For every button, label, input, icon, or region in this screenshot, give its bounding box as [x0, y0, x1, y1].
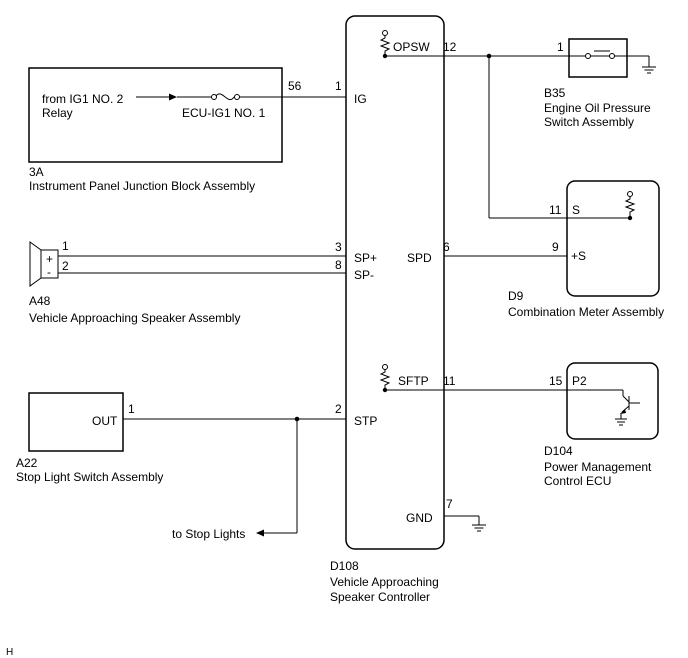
arrow-right-icon	[169, 93, 177, 101]
controller-name-line1: Vehicle Approaching	[330, 575, 439, 589]
controller-pin-ig-no: 1	[335, 79, 342, 93]
stop-switch-out: OUT	[92, 414, 118, 428]
speaker-icon	[29, 241, 59, 287]
oil-switch-box	[568, 38, 628, 78]
controller-code: D108	[330, 559, 359, 573]
pin-spd-label: SPD	[407, 251, 432, 265]
fuse-icon	[177, 93, 282, 101]
speaker-code: A48	[29, 294, 51, 308]
junction-name: Instrument Panel Junction Block Assembly	[29, 179, 255, 193]
stop-switch-name: Stop Light Switch Assembly	[16, 470, 163, 484]
controller-pin-opsw-no: 12	[443, 40, 457, 54]
meter-s-no: 11	[549, 203, 562, 217]
pin-spm-label: SP-	[354, 268, 374, 282]
controller-pin-stp-no: 2	[335, 402, 342, 416]
controller-pin-sftp-no: 11	[443, 374, 456, 388]
speaker-pin2: 2	[62, 259, 69, 273]
speaker-minus: -	[47, 265, 51, 279]
fuse-label: ECU-IG1 NO. 1	[182, 106, 266, 120]
meter-pullup-resistor-icon	[624, 191, 636, 221]
controller-pin-spp-no: 3	[335, 240, 342, 254]
ground-icon	[642, 56, 656, 74]
transistor-icon	[615, 390, 640, 426]
oil-switch-code: B35	[544, 86, 566, 100]
junction-from-line1: from IG1 NO. 2	[42, 92, 124, 106]
controller-box	[345, 15, 445, 550]
speaker-pin1: 1	[62, 239, 69, 253]
oil-switch-pin: 1	[557, 40, 564, 54]
pin-ig-label: IG	[354, 92, 367, 106]
controller-pin-spd-no: 6	[443, 240, 450, 254]
pin-opsw-label: OPSW	[393, 40, 430, 54]
controller-ground-icon	[472, 516, 486, 532]
pm-ecu-name-line1: Power Management	[544, 460, 652, 474]
speaker-plus: +	[46, 252, 53, 266]
speaker-name: Vehicle Approaching Speaker Assembly	[29, 311, 240, 325]
pm-ecu-code: D104	[544, 444, 573, 458]
pin-gnd-label: GND	[406, 511, 433, 525]
pm-ecu-p2-no: 15	[549, 374, 563, 388]
oil-switch-name-line1: Engine Oil Pressure	[544, 101, 651, 115]
junction-block-box	[28, 67, 283, 163]
meter-s-label: S	[572, 203, 580, 217]
junction-code: 3A	[29, 165, 44, 179]
stop-switch-pin: 1	[128, 402, 135, 416]
oil-switch-contact-icon	[569, 50, 627, 59]
pm-ecu-box	[566, 362, 659, 440]
junction-from-line2: Relay	[42, 106, 73, 120]
meter-code: D9	[508, 289, 524, 303]
controller-pin-spm-no: 8	[335, 258, 342, 272]
oil-switch-name-line2: Switch Assembly	[544, 115, 634, 129]
pm-ecu-p2-label: P2	[572, 374, 587, 388]
junction-pin-56: 56	[288, 79, 302, 93]
controller-name-line2: Speaker Controller	[330, 590, 430, 604]
arrow-left-icon	[256, 529, 264, 537]
footer-mark: H	[6, 647, 13, 658]
to-stop-lights-label: to Stop Lights	[172, 527, 245, 541]
pin-sftp-label: SFTP	[398, 374, 429, 388]
stop-switch-box	[28, 392, 124, 452]
pin-spp-label: SP+	[354, 251, 377, 265]
controller-pin-gnd-no: 7	[446, 497, 453, 511]
meter-sp-no: 9	[552, 240, 559, 254]
stop-switch-code: A22	[16, 456, 38, 470]
pm-ecu-name-line2: Control ECU	[544, 474, 611, 488]
meter-box	[566, 180, 660, 297]
pin-stp-label: STP	[354, 414, 377, 428]
meter-name: Combination Meter Assembly	[508, 305, 664, 319]
meter-sp-label: +S	[571, 249, 586, 263]
